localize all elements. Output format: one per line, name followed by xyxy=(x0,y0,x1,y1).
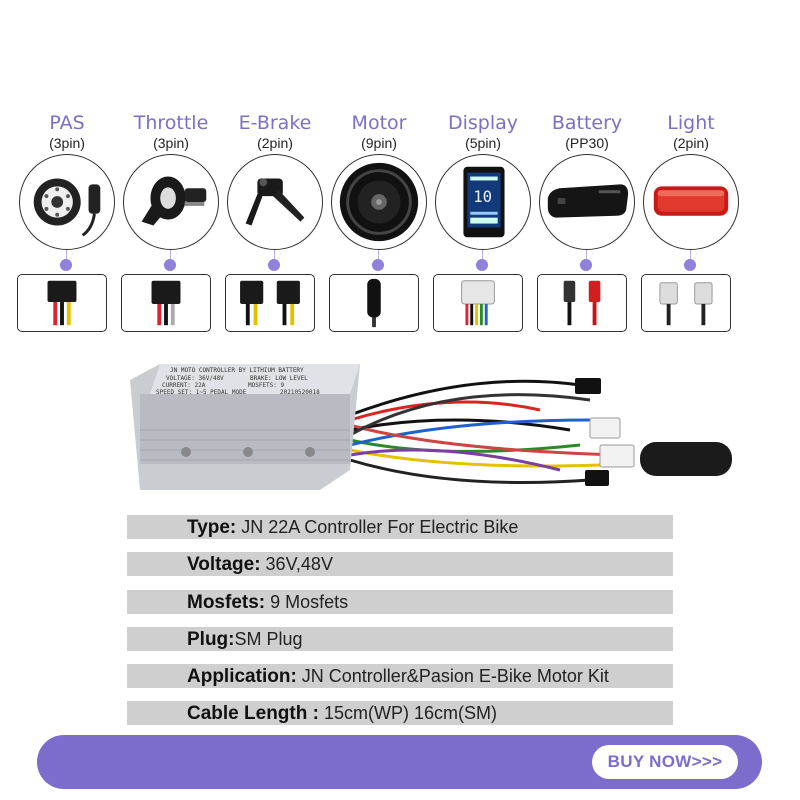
connector-dot xyxy=(268,259,280,271)
component-name: PAS xyxy=(49,112,85,134)
spec-key: Cable Length : xyxy=(187,703,319,724)
controller-label-serial: 20210520018 xyxy=(280,389,320,396)
component-pas: PAS (3pin) xyxy=(15,110,119,340)
component-battery: Battery (PP30) xyxy=(535,110,639,340)
controller-label-brake: BRAKE: LOW LEVEL xyxy=(250,375,308,382)
spec-row-plug: Plug:SM Plug xyxy=(127,627,673,651)
pas-sensor-image xyxy=(19,154,115,250)
pas-plug-image xyxy=(17,274,107,332)
connector-line xyxy=(274,250,275,266)
connector-line xyxy=(482,250,483,266)
component-row: PAS (3pin) xyxy=(0,110,800,340)
buy-now-bar: BUY NOW>>> xyxy=(37,735,762,789)
connector-dot xyxy=(372,259,384,271)
connector-dot xyxy=(580,259,592,271)
component-pins: (PP30) xyxy=(565,135,609,151)
lcd-display-image: 10 xyxy=(435,154,531,250)
spec-value: JN Controller&Pasion E-Bike Motor Kit xyxy=(296,666,609,686)
component-pins: (3pin) xyxy=(153,135,189,151)
battery-pack-image xyxy=(539,154,635,250)
connector-line xyxy=(378,250,379,266)
motor-plug-image xyxy=(329,274,419,332)
component-ebrake: E-Brake (2pin) xyxy=(223,110,327,340)
connector-dot xyxy=(476,259,488,271)
component-display: Display (5pin) 10 xyxy=(431,110,535,340)
hub-motor-image xyxy=(331,154,427,250)
spec-row-type: Type: JN 22A Controller For Electric Bik… xyxy=(127,515,673,539)
component-name: Motor xyxy=(351,112,407,134)
connector-dot xyxy=(60,259,72,271)
spec-value: SM Plug xyxy=(234,629,303,649)
spec-value: 9 Mosfets xyxy=(265,592,349,612)
connector-line xyxy=(66,250,67,266)
ebrake-lever-image xyxy=(227,154,323,250)
connector-dot xyxy=(164,259,176,271)
component-name: Display xyxy=(447,112,519,134)
tail-light-image xyxy=(643,154,739,250)
controller-label-speed: SPEED SET: 1~5 PEDAL MODE xyxy=(156,389,247,396)
component-name: E-Brake xyxy=(238,112,312,134)
controller-label-voltage: VOLTAGE: 36V/48V xyxy=(166,375,224,382)
controller-label-line1: JN MOTO CONTROLLER BY LITHIUM BATTERY xyxy=(170,367,304,374)
spec-key: Type: xyxy=(187,517,237,538)
spec-key: Plug: xyxy=(187,629,235,650)
component-pins: (5pin) xyxy=(465,135,501,151)
component-pins: (9pin) xyxy=(361,135,397,151)
component-name: Light xyxy=(667,112,715,134)
throttle-image xyxy=(123,154,219,250)
throttle-plug-image xyxy=(121,274,211,332)
spec-value: 15cm(WP) 16cm(SM) xyxy=(318,703,497,723)
component-light: Light (2pin) xyxy=(639,110,743,340)
component-name: Battery xyxy=(551,112,623,134)
controller-label-mosfets: MOSFETS: 9 xyxy=(248,382,285,389)
component-throttle: Throttle (3pin) xyxy=(119,110,223,340)
spec-row-mosfets: Mosfets: 9 Mosfets xyxy=(127,590,673,614)
component-pins: (2pin) xyxy=(257,135,293,151)
controller-image: JN MOTO CONTROLLER BY LITHIUM BATTERY VO… xyxy=(120,350,740,510)
component-name: Throttle xyxy=(133,112,209,134)
battery-plug-image xyxy=(537,274,627,332)
display-plug-image xyxy=(433,274,523,332)
component-pins: (3pin) xyxy=(49,135,85,151)
component-motor: Motor (9pin) xyxy=(327,110,431,340)
component-pins: (2pin) xyxy=(673,135,709,151)
spec-row-cable-length: Cable Length : 15cm(WP) 16cm(SM) xyxy=(127,701,673,725)
ebrake-plug-image xyxy=(225,274,315,332)
spec-key: Mosfets: xyxy=(187,592,266,613)
buy-now-button[interactable]: BUY NOW>>> xyxy=(592,745,738,779)
light-plug-image xyxy=(641,274,731,332)
spec-value: JN 22A Controller For Electric Bike xyxy=(236,517,519,537)
svg-text:10: 10 xyxy=(473,187,492,206)
connector-dot xyxy=(684,259,696,271)
spec-value: 36V,48V xyxy=(260,554,333,574)
spec-row-application: Application: JN Controller&Pasion E-Bike… xyxy=(127,664,673,688)
connector-line xyxy=(170,250,171,266)
spec-row-voltage: Voltage: 36V,48V xyxy=(127,552,673,576)
spec-key: Application: xyxy=(187,666,297,687)
connector-line xyxy=(690,250,691,266)
connector-line xyxy=(586,250,587,266)
controller-label-current: CURRENT: 22A xyxy=(162,382,206,389)
spec-key: Voltage: xyxy=(187,554,261,575)
